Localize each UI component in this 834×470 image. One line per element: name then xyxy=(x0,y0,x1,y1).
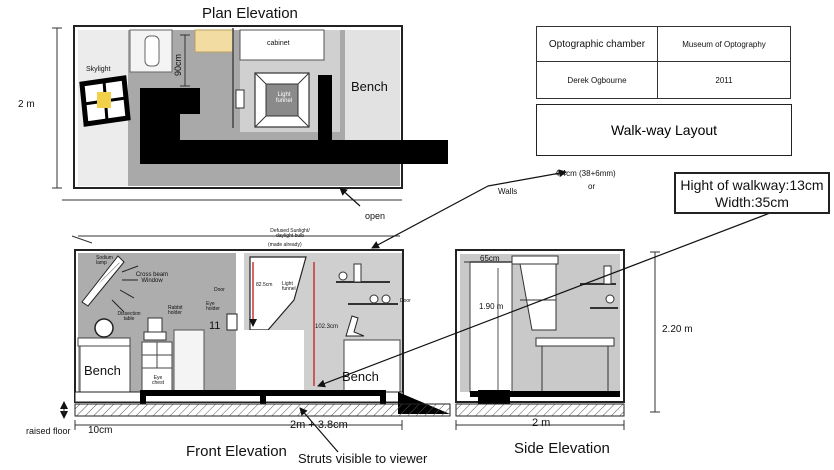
dissection-bowl xyxy=(94,318,114,338)
rabbit-label: Rabbit holder xyxy=(168,305,183,316)
skylight-label: Skylight xyxy=(86,66,111,73)
open-label: open xyxy=(365,211,386,221)
right-door-label: Door xyxy=(400,298,411,304)
front-bench-right xyxy=(343,339,401,393)
front-eye-holder xyxy=(226,313,238,331)
rabbit-holder xyxy=(147,317,163,333)
side-walkway xyxy=(478,390,510,404)
microscope xyxy=(345,315,365,337)
plan-sink-basin xyxy=(144,35,160,67)
cabinet-label: cabinet xyxy=(267,40,290,47)
plan-height-label: 2 m xyxy=(18,99,35,110)
info-project: Optographic chamber xyxy=(536,26,658,62)
plan-skylight-glass xyxy=(97,92,111,108)
front-funnel-label: Light funnel xyxy=(282,281,296,292)
side-lamp xyxy=(511,255,559,265)
sodium-lamp-label: Sodium lamp xyxy=(96,255,113,266)
eye-holder-label: Eye holder xyxy=(206,301,220,312)
front-bench-right-label: Bench xyxy=(342,369,379,384)
info-author: Derek Ogbourne xyxy=(536,61,658,99)
side-raised-floor xyxy=(455,403,625,417)
plan-elevation-title: Plan Elevation xyxy=(202,5,298,22)
front-bench-left-label: Bench xyxy=(84,363,121,378)
plan-cabinet xyxy=(239,29,325,61)
plan-bench xyxy=(345,30,400,150)
struts-label: Struts visible to viewer xyxy=(298,451,428,466)
front-cabinet xyxy=(173,329,205,393)
side-elevation xyxy=(455,249,660,430)
front-raised-floor xyxy=(74,403,451,417)
plan-funnel-inner xyxy=(265,83,299,117)
walkway-spec-box: Hight of walkway:13cm Width:35cm xyxy=(674,172,830,214)
side-65cm-label: 65cm xyxy=(480,254,500,263)
plan-walkway xyxy=(140,75,448,164)
walkway-layout-box: Walk-way Layout xyxy=(536,104,792,156)
door-label: Door xyxy=(214,287,225,293)
front-light-funnel xyxy=(249,256,307,331)
walls-label: Walls xyxy=(498,187,518,196)
front-bench-left xyxy=(79,345,131,393)
eye-chest-label: Eye chest xyxy=(152,375,164,386)
cross-beam-label: Cross beam Window xyxy=(135,272,169,284)
plan-depth-label: 90cm xyxy=(173,53,183,76)
info-venue: Museum of Optography xyxy=(657,26,791,62)
plan-eye-holder xyxy=(235,89,245,109)
dissection-label: Dissection table xyxy=(117,311,141,322)
plan-funnel-label: Light funnel xyxy=(275,92,293,104)
dim-102-3-label: 102.3cm xyxy=(315,324,339,330)
ten-cm-label: 10cm xyxy=(88,425,113,436)
side-door xyxy=(469,261,513,393)
walls-note-label: 4.4cm (38+6mm) xyxy=(555,169,616,178)
plan-elevation xyxy=(52,25,448,207)
plan-bench-label: Bench xyxy=(351,79,388,94)
eleven-label: 11 xyxy=(209,320,221,332)
front-bottle xyxy=(353,263,362,283)
walkway-width: Width:35cm xyxy=(715,194,789,210)
side-funnel xyxy=(519,263,557,331)
front-funnel-base xyxy=(244,330,304,392)
walls-or-label: or xyxy=(588,182,596,191)
defused-label: Defused Sunlight/ daylight bulb xyxy=(270,228,310,239)
made-already-label: (made already) xyxy=(268,242,302,248)
front-elevation-title: Front Elevation xyxy=(186,443,287,460)
side-220-label: 2.20 m xyxy=(662,324,693,335)
front-width-label: 2m + 3.8cm xyxy=(290,419,348,431)
walkway-height: Hight of walkway:13cm xyxy=(680,177,824,193)
front-elevation xyxy=(60,235,451,453)
side-table xyxy=(535,337,615,347)
side-190-label: 1.90 m xyxy=(479,302,504,311)
plan-light-panel xyxy=(194,29,234,53)
side-elevation-title: Side Elevation xyxy=(514,440,610,457)
walkway-pointer xyxy=(317,199,805,388)
front-center-wall xyxy=(238,253,244,393)
walls-arrow-right xyxy=(487,169,567,187)
dim-82-5-label: 82.5cm xyxy=(256,282,273,288)
raised-floor-label: raised floor xyxy=(26,426,71,436)
walls-arrow-left xyxy=(371,185,489,249)
info-year: 2011 xyxy=(657,61,791,99)
side-width-label: 2 m xyxy=(532,417,551,429)
